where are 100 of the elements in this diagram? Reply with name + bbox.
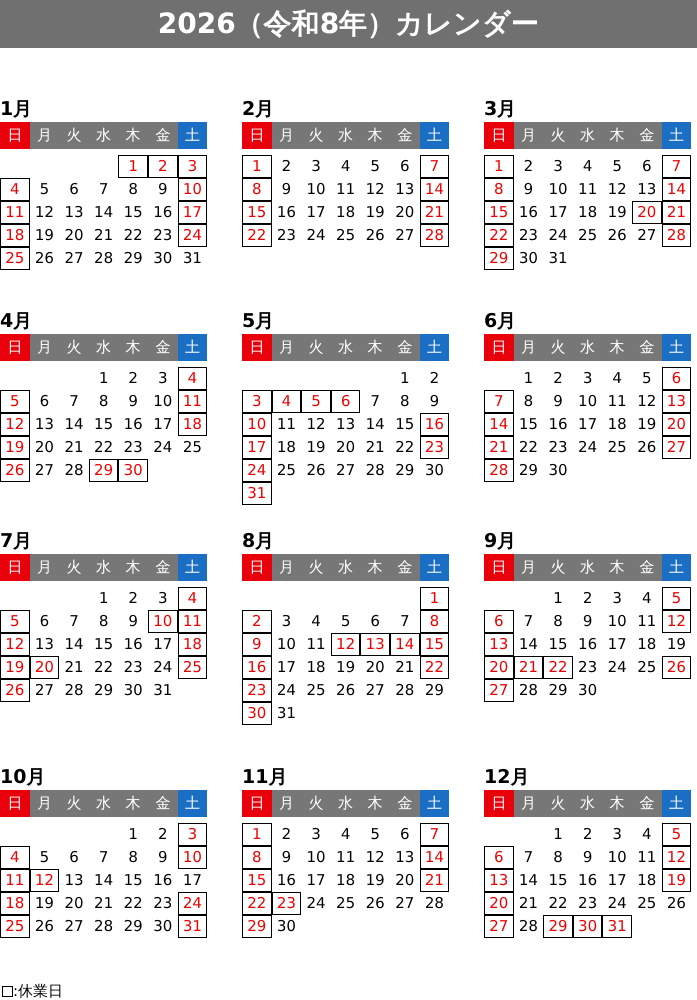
day-number: 9 xyxy=(280,179,292,200)
day-number: 10 xyxy=(606,611,628,632)
weekday-header: 火 xyxy=(543,790,573,817)
day-number: 30 xyxy=(122,680,144,701)
day-number: 26 xyxy=(666,893,687,914)
day-number: 30 xyxy=(152,916,174,937)
holiday-date: 13 xyxy=(484,633,514,656)
holiday-date: 30 xyxy=(242,702,272,725)
weekday-header: 木 xyxy=(602,790,632,817)
day-number: 23 xyxy=(276,225,297,246)
day-number: 9 xyxy=(280,847,292,868)
day-number: 1 xyxy=(98,368,110,389)
day-number: 23 xyxy=(547,437,569,458)
holiday-date: 13 xyxy=(484,869,514,892)
holiday-date: 4 xyxy=(178,367,208,390)
weekday-header: 火 xyxy=(543,334,573,361)
day-number: 13 xyxy=(636,179,658,200)
day-number: 4 xyxy=(611,368,623,389)
day-number: 9 xyxy=(127,391,139,412)
month-heading: 7月 xyxy=(0,530,32,552)
day-number: 23 xyxy=(518,225,539,246)
holiday-date: 24 xyxy=(178,224,208,247)
day-number: 17 xyxy=(276,657,297,678)
day-number: 6 xyxy=(68,179,80,200)
holiday-date: 25 xyxy=(0,247,30,270)
day-number: 26 xyxy=(335,680,356,701)
day-number: 21 xyxy=(364,437,386,458)
holiday-date: 26 xyxy=(0,459,30,482)
holiday-date: 2 xyxy=(148,155,178,178)
holiday-date: 20 xyxy=(484,656,514,679)
month-heading: 5月 xyxy=(242,310,274,332)
day-number: 5 xyxy=(611,156,623,177)
weekday-header: 木 xyxy=(602,334,632,361)
day-number: 3 xyxy=(611,824,623,845)
day-number: 9 xyxy=(522,179,534,200)
holiday-date: 20 xyxy=(484,892,514,915)
day-number: 5 xyxy=(38,179,50,200)
weekday-header: 土 xyxy=(178,122,208,149)
day-number: 13 xyxy=(394,847,416,868)
day-number: 16 xyxy=(122,414,144,435)
day-number: 6 xyxy=(38,391,50,412)
day-number: 16 xyxy=(577,870,598,891)
day-number: 4 xyxy=(641,588,653,609)
day-number: 1 xyxy=(552,588,564,609)
day-number: 24 xyxy=(305,225,327,246)
day-number: 21 xyxy=(63,657,85,678)
day-number: 13 xyxy=(63,870,85,891)
day-number: 15 xyxy=(547,870,569,891)
holiday-date: 25 xyxy=(178,656,208,679)
holiday-date: 14 xyxy=(662,178,692,201)
weekday-header: 木 xyxy=(360,334,390,361)
weekday-header: 水 xyxy=(88,554,118,581)
day-number: 15 xyxy=(93,414,114,435)
holiday-date: 5 xyxy=(0,390,30,413)
holiday-date: 27 xyxy=(484,679,514,702)
day-number: 10 xyxy=(152,391,174,412)
holiday-date: 22 xyxy=(484,224,514,247)
day-number: 3 xyxy=(611,588,623,609)
day-number: 10 xyxy=(276,634,297,655)
day-number: 19 xyxy=(636,414,658,435)
weekday-header: 金 xyxy=(632,334,662,361)
weekday-header: 月 xyxy=(272,334,302,361)
holiday-date: 3 xyxy=(178,155,208,178)
day-number: 23 xyxy=(152,225,174,246)
holiday-date: 14 xyxy=(484,413,514,436)
weekday-header: 土 xyxy=(178,554,208,581)
day-number: 31 xyxy=(547,248,569,269)
day-number: 9 xyxy=(157,847,169,868)
holiday-date: 1 xyxy=(484,155,514,178)
holiday-date: 15 xyxy=(242,869,272,892)
day-number: 11 xyxy=(305,634,327,655)
weekday-header: 火 xyxy=(59,334,89,361)
holiday-date: 4 xyxy=(0,846,30,869)
day-number: 26 xyxy=(34,248,55,269)
day-number: 4 xyxy=(310,611,322,632)
weekday-header: 金 xyxy=(390,790,420,817)
day-number: 28 xyxy=(424,893,445,914)
weekday-header: 金 xyxy=(390,334,420,361)
holiday-date: 2 xyxy=(242,610,272,633)
day-number: 31 xyxy=(276,703,297,724)
weekday-header: 木 xyxy=(118,790,148,817)
day-number: 24 xyxy=(305,893,327,914)
day-number: 30 xyxy=(276,916,297,937)
weekday-header: 火 xyxy=(543,554,573,581)
day-number: 25 xyxy=(636,657,658,678)
day-number: 22 xyxy=(122,893,144,914)
weekday-header: 土 xyxy=(420,554,450,581)
day-number: 25 xyxy=(305,680,327,701)
holiday-date: 12 xyxy=(662,846,692,869)
weekday-header: 金 xyxy=(390,122,420,149)
day-number: 9 xyxy=(428,391,440,412)
holiday-date: 11 xyxy=(0,201,30,224)
holiday-date: 21 xyxy=(420,869,450,892)
holiday-date: 31 xyxy=(602,915,632,938)
day-number: 23 xyxy=(122,657,144,678)
day-number: 9 xyxy=(582,611,594,632)
holiday-date: 1 xyxy=(420,587,450,610)
day-number: 8 xyxy=(552,611,564,632)
day-number: 7 xyxy=(68,391,80,412)
day-number: 28 xyxy=(93,916,114,937)
